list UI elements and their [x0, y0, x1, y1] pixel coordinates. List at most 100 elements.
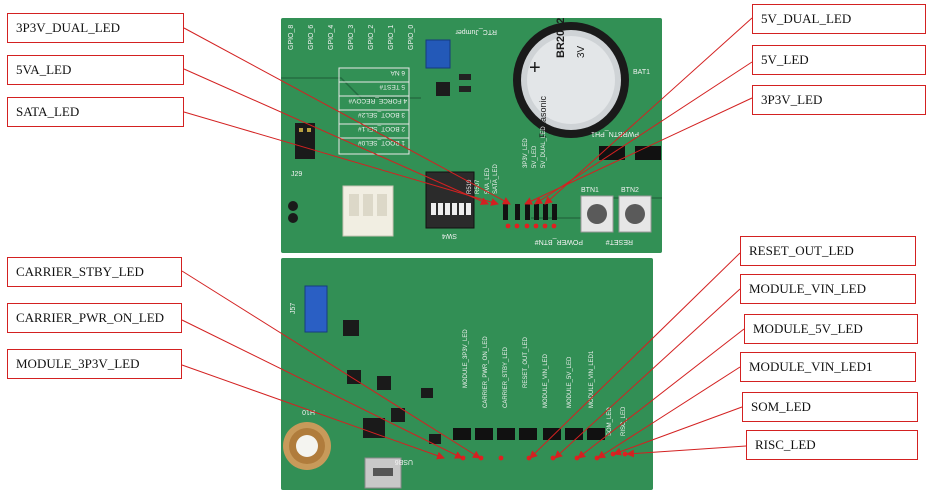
label-5v-dual-led: 5V_DUAL_LED: [752, 4, 926, 34]
usb-label: USB6: [395, 458, 413, 465]
bottom-board-photo: J57 H10 USB6 MODULE_3P3V_LED CARRIER_PWR…: [281, 258, 653, 490]
leader-module-5v: [577, 328, 745, 459]
led-ref: R510: [467, 179, 473, 194]
led-ref: MODULE_5V_LED: [567, 356, 573, 408]
bat1-label: BAT1: [633, 69, 650, 76]
leader-carrier-pwr-on: [181, 319, 463, 459]
label-som-led: SOM_LED: [742, 392, 918, 422]
led: [498, 455, 504, 461]
label-3p3v-led: 3P3V_LED: [752, 85, 926, 115]
dip-switch: SW4: [425, 171, 475, 239]
chip: [436, 82, 450, 96]
plus-sign: +: [529, 57, 541, 79]
sw-table-row: 1 BOOT_SEL0#: [358, 139, 405, 146]
battery-brand: Panasonic: [538, 95, 548, 138]
led-ref: 5VA_LED: [485, 167, 491, 194]
leader-5va: [183, 68, 489, 205]
led-ref: 5V_DUAL_LED: [541, 126, 547, 168]
battery-model: BR2032: [555, 18, 567, 58]
label-carrier-pwr-on-led: CARRIER_PWR_ON_LED: [7, 303, 182, 333]
reset-button: RESET# BTN2: [606, 187, 652, 245]
led-ref: SOM_LED: [607, 407, 613, 436]
chip: [429, 434, 441, 444]
leader-module-vin1: [597, 366, 741, 459]
label-risc-led: RISC_LED: [746, 430, 918, 460]
led: [524, 223, 530, 229]
chip: [421, 388, 433, 398]
power-button: POWER_BTN# BTN1: [535, 187, 614, 245]
sw-table-row: 6 NA: [390, 69, 405, 76]
gpio-label: GPIO_0: [408, 25, 415, 50]
leader-3p3v: [524, 97, 753, 205]
label-sata-led: SATA_LED: [7, 97, 184, 127]
reset-btn-label: RESET#: [606, 238, 633, 245]
chip: [343, 320, 359, 336]
bottom-board-illustration: J57 H10 USB6 MODULE_3P3V_LED CARRIER_PWR…: [281, 258, 653, 490]
mount-hole: [288, 213, 298, 223]
chip: [363, 418, 385, 438]
bottom-led-row: [453, 428, 628, 461]
chip: [347, 370, 361, 384]
led: [542, 223, 548, 229]
label-module-3p3v-led: MODULE_3P3V_LED: [7, 349, 182, 379]
led-ref: SATA_LED: [493, 164, 499, 194]
sw-table-row: 3 BOOT_SEL2#: [358, 111, 405, 118]
boot-switch-table: 6 NA 5 TEST# 4 FORCE_RECOV# 3 BOOT_SEL2#…: [338, 67, 410, 155]
pwrbtn-label: PWRBTN_PH1: [591, 130, 639, 137]
leader-som: [613, 406, 743, 456]
leader-module-vin: [554, 288, 741, 459]
mount-hole-h10: H10: [283, 408, 331, 470]
sw-table-row: 2 BOOT_SEL1#: [358, 125, 405, 132]
gpio-label: GPIO_6: [308, 25, 315, 50]
led-ref: MODULE_VIN_LED: [543, 353, 549, 408]
top-led-row: [503, 204, 557, 229]
leader-sata: [183, 111, 499, 206]
leader-reset-out: [529, 252, 741, 459]
power-btn-label: POWER_BTN#: [535, 238, 583, 245]
leader-5v-dual: [544, 17, 753, 205]
usb-connector: USB6: [364, 457, 413, 489]
resistor: [459, 86, 471, 92]
sw4-label: SW4: [442, 232, 457, 239]
led-ref: RESET_OUT_LED: [523, 336, 529, 388]
label-module-5v-led: MODULE_5V_LED: [744, 314, 918, 344]
leader-5v: [534, 61, 753, 205]
led: [514, 223, 520, 229]
resistor: [459, 74, 471, 80]
btn1-label: BTN1: [581, 187, 599, 194]
gpio-label: GPIO_8: [288, 25, 295, 50]
led-ref: MODULE_VIN_LED1: [589, 350, 595, 408]
led-ref: CARRIER_PWR_ON_LED: [483, 336, 489, 408]
label-module-vin-led1: MODULE_VIN_LED1: [740, 352, 916, 382]
battery-voltage: 3V: [576, 45, 587, 58]
leader-risc: [626, 445, 747, 458]
h10-label: H10: [302, 408, 315, 415]
led: [551, 223, 557, 229]
gpio-label: GPIO_1: [388, 25, 395, 50]
led: [550, 455, 556, 461]
j57-label: J57: [290, 303, 297, 314]
led-ref: 5V_LED: [532, 145, 538, 168]
label-5va-led: 5VA_LED: [7, 55, 184, 85]
j29-label: J29: [291, 171, 302, 178]
leader-3p3v-dual: [183, 27, 511, 205]
top-board-photo: GPIO_8 GPIO_6 GPIO_4 GPIO_3 GPIO_2 GPIO_…: [281, 18, 662, 253]
rtc-jumper: RTC_Jumper: [425, 28, 497, 69]
chip: [377, 376, 391, 390]
btn2-label: BTN2: [621, 187, 639, 194]
gpio-label: GPIO_2: [368, 25, 375, 50]
led-ref: CARRIER_STBY_LED: [503, 346, 509, 408]
gpio-label: GPIO_4: [328, 25, 335, 50]
label-carrier-stby-led: CARRIER_STBY_LED: [7, 257, 182, 287]
gpio-labels: GPIO_8 GPIO_6 GPIO_4 GPIO_3 GPIO_2 GPIO_…: [288, 25, 415, 50]
white-connector: [342, 185, 394, 237]
board-surface: [281, 258, 653, 490]
led: [505, 223, 511, 229]
chip: [391, 408, 405, 422]
led-ref: 3P3V_LED: [523, 138, 529, 168]
led-ref: RISC_LED: [621, 406, 627, 436]
led-ref: MODULE_3P3V_LED: [463, 329, 469, 388]
j29-header: J29: [291, 123, 315, 178]
top-board-illustration: GPIO_8 GPIO_6 GPIO_4 GPIO_3 GPIO_2 GPIO_…: [281, 18, 662, 253]
